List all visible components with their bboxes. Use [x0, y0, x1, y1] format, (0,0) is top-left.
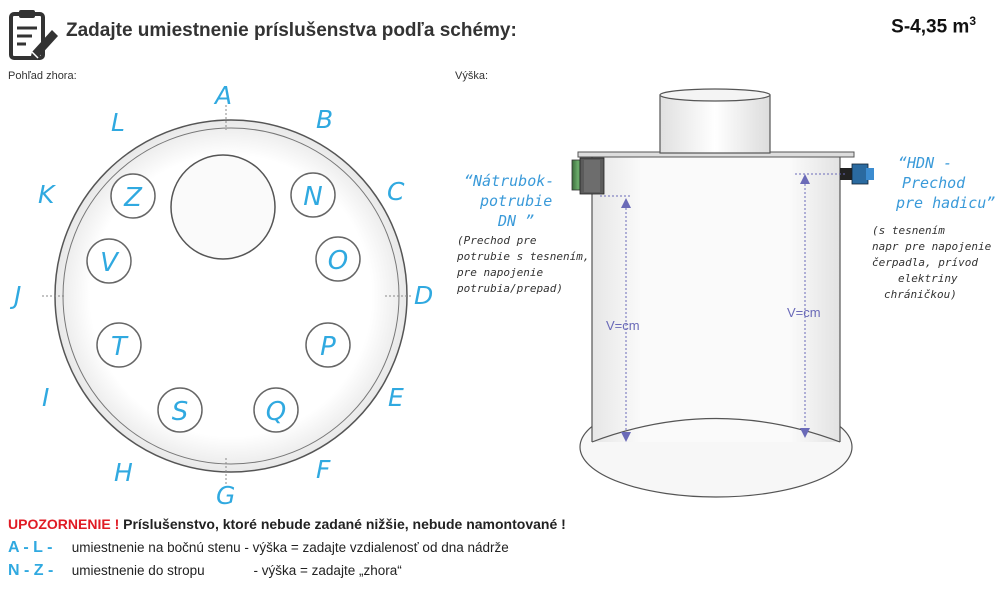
- tank-body: [592, 156, 840, 442]
- top-view-label: Pohľad zhora:: [8, 70, 77, 82]
- wall-position-f[interactable]: F: [316, 455, 331, 484]
- manhole-cylinder: [659, 94, 771, 154]
- right-height-dimension: [795, 173, 845, 438]
- legend-height-roof: - výška = zadajte „zhora“: [253, 563, 402, 578]
- wall-position-g[interactable]: G: [216, 481, 235, 510]
- legend-desc-wall: umiestnenie na bočnú stenu: [71, 540, 241, 555]
- roof-position-t[interactable]: T: [96, 322, 142, 368]
- roof-position-p-label: P: [320, 332, 336, 362]
- wall-ticks: [42, 105, 412, 485]
- roof-position-s-label: S: [172, 397, 189, 427]
- side-view-label: Výška:: [455, 70, 489, 82]
- nozzle-note-line-3: pre napojenie: [456, 266, 543, 279]
- legend-code-wall: A - L -: [8, 539, 53, 556]
- hose-title-line-1: “HDN -: [898, 154, 952, 172]
- roof-position-n[interactable]: N: [290, 172, 336, 218]
- roof-position-z[interactable]: Z: [110, 173, 156, 219]
- nozzle-note-line-4: potrubia/prepad): [456, 282, 563, 295]
- tank-code-unit-sup: 3: [969, 14, 976, 28]
- side-view: V=cm V=cm “Nátrubok- potrubie DN ” (Prec…: [456, 88, 995, 498]
- left-height-label[interactable]: V=cm: [606, 318, 640, 333]
- clipboard-pencil-icon: [9, 10, 58, 60]
- roof-position-o-label: O: [328, 246, 348, 276]
- legend-desc-roof: umiestnenie do stropu: [71, 563, 205, 578]
- hose-title-line-2: Prechod: [902, 174, 966, 192]
- roof-position-v[interactable]: V: [86, 238, 132, 284]
- right-height-label[interactable]: V=cm: [787, 305, 821, 320]
- wall-position-e[interactable]: E: [388, 383, 404, 412]
- roof-position-q[interactable]: Q: [253, 387, 299, 433]
- page-title: Zadajte umiestnenie príslušenstva podľa …: [66, 20, 517, 41]
- legend-row-wall: A - L - umiestnenie na bočnú stenu - výš…: [8, 539, 509, 557]
- wall-position-l[interactable]: L: [111, 108, 125, 137]
- wall-position-c[interactable]: C: [387, 177, 405, 206]
- nozzle-title-line-1: “Nátrubok-: [464, 172, 554, 190]
- hose-fitting-icon[interactable]: [840, 163, 874, 185]
- nozzle-note-line-2: potrubie s tesnením,: [456, 250, 589, 263]
- legend-code-roof: N - Z -: [8, 562, 54, 579]
- tank-code-text: S-4,35 m: [891, 16, 970, 38]
- left-height-dimension: [600, 195, 632, 442]
- hose-note-line-3: čerpadla, prívod: [872, 256, 978, 269]
- warning-text: Príslušenstvo, ktoré nebude zadané nižši…: [123, 516, 566, 532]
- hose-note-line-2: napr pre napojenie: [872, 240, 992, 253]
- hose-note-line-1: (s tesnením: [872, 224, 945, 237]
- roof-position-v-label: V: [100, 248, 120, 278]
- nozzle-note-line-1: (Prechod pre: [457, 234, 537, 247]
- roof-position-z-label: Z: [123, 183, 143, 213]
- warning-line: UPOZORNENIE ! Príslušenstvo, ktoré nebud…: [8, 516, 566, 532]
- roof-position-q-label: Q: [266, 397, 286, 427]
- roof-position-t-label: T: [111, 332, 129, 362]
- nozzle-title-line-3: DN ”: [497, 212, 534, 230]
- roof-position-o[interactable]: O: [315, 236, 361, 282]
- roof-position-s[interactable]: S: [157, 387, 203, 433]
- wall-position-k[interactable]: K: [38, 180, 57, 209]
- legend-height-wall: - výška = zadajte vzdialenosť od dna nád…: [244, 540, 509, 555]
- wall-position-a[interactable]: A: [213, 81, 232, 110]
- warning-label: UPOZORNENIE !: [8, 516, 120, 532]
- wall-position-b[interactable]: B: [316, 105, 333, 134]
- manhole-circle: [170, 154, 276, 260]
- nozzle-fitting-icon[interactable]: [571, 157, 605, 195]
- tank-code: S-4,35 m3: [891, 14, 976, 38]
- hose-title-line-3: pre hadicu”: [895, 194, 995, 212]
- nozzle-title-line-2: potrubie: [479, 192, 552, 210]
- hose-note-line-4: elektriny: [898, 272, 958, 285]
- roof-position-p[interactable]: P: [305, 322, 351, 368]
- roof-position-n-label: N: [303, 182, 322, 212]
- wall-position-d[interactable]: D: [414, 281, 433, 310]
- top-view: A B C D E F G H I J K L Z N V O T: [9, 81, 433, 510]
- wall-position-i[interactable]: I: [42, 383, 49, 412]
- wall-position-h[interactable]: H: [114, 458, 133, 487]
- wall-position-j[interactable]: J: [9, 281, 21, 310]
- hose-note-line-5: chráničkou): [884, 288, 957, 301]
- legend-row-roof: N - Z - umiestnenie do stropu - výška = …: [8, 562, 402, 580]
